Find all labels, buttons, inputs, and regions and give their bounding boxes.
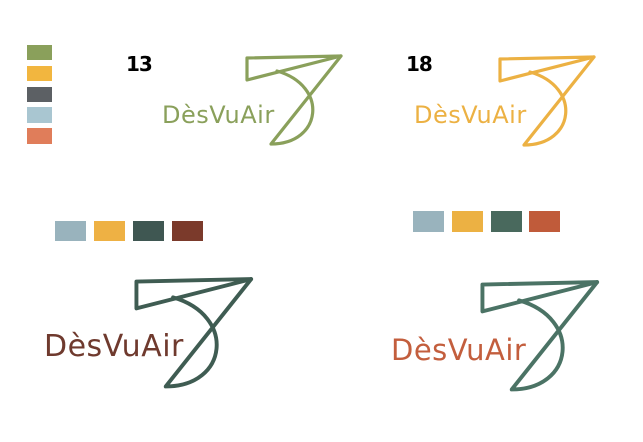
swatch-green <box>491 211 522 232</box>
swatch-green <box>27 45 52 60</box>
swatch-rust <box>529 211 560 232</box>
swatch-brown <box>172 221 203 241</box>
swatch-yellow <box>94 221 125 241</box>
logo-wordmark: DèsVuAir <box>44 329 184 364</box>
swatch-dark-green <box>133 221 164 241</box>
swatch-light-blue <box>27 107 52 123</box>
bird-mark-icon <box>245 54 343 146</box>
swatch-coral <box>27 128 52 144</box>
bird-mark-icon <box>480 280 600 392</box>
logo-wordmark: DèsVuAir <box>162 101 275 129</box>
logo-wordmark: DèsVuAir <box>414 101 527 129</box>
variant-number: 13 <box>126 52 153 76</box>
swatch-gray <box>27 87 52 102</box>
bird-mark-icon <box>498 55 596 147</box>
swatch-light-blue <box>413 211 444 232</box>
swatch-light-blue <box>55 221 86 241</box>
swatch-yellow <box>27 66 52 81</box>
swatch-yellow <box>452 211 483 232</box>
bird-mark-icon <box>134 277 254 389</box>
logo-wordmark: DèsVuAir <box>391 333 527 367</box>
variant-number: 18 <box>406 52 433 76</box>
